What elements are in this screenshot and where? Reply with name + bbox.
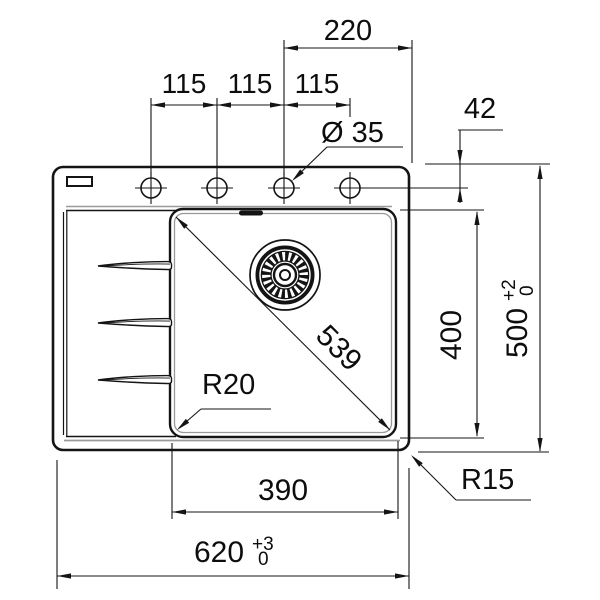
arrowhead xyxy=(398,45,412,51)
arrowhead xyxy=(336,102,350,108)
overflow-slot xyxy=(239,210,263,216)
drainboard-grooves xyxy=(97,260,173,385)
dim-label-500-tol-plus: +2 xyxy=(499,279,520,301)
dim-label-500-group: 500 +2 0 xyxy=(499,279,538,358)
groove-inner-line xyxy=(102,377,171,381)
arrowhead xyxy=(172,509,186,515)
dimension-r20: R20 xyxy=(177,369,271,430)
dim-label-115-2: 115 xyxy=(228,68,273,99)
arrowhead xyxy=(378,418,390,430)
strainer-teeth xyxy=(261,251,309,299)
dimension-r15: R15 xyxy=(411,455,531,501)
arrowhead xyxy=(151,102,165,108)
logo-slot xyxy=(66,176,93,187)
arrowhead xyxy=(270,102,284,108)
dimension-220: 220 xyxy=(284,15,413,163)
dim-label-620: 620 xyxy=(194,536,244,569)
arrowhead xyxy=(395,573,409,579)
dim-label-620-tol-minus: 0 xyxy=(258,549,269,570)
arrowhead xyxy=(384,509,398,515)
dimension-620: 620 +3 0 xyxy=(56,460,410,589)
dim-label-220: 220 xyxy=(324,15,372,47)
arrowhead xyxy=(217,102,231,108)
arrowhead xyxy=(537,438,543,452)
dimension-400: 400 xyxy=(400,209,484,439)
dim-label-42: 42 xyxy=(464,93,496,125)
bowl-inner-shade-outline xyxy=(173,212,393,434)
arrowhead xyxy=(177,418,190,430)
dim-label-r15: R15 xyxy=(461,464,514,496)
groove-inner-line xyxy=(102,320,171,324)
dim-label-115-1: 115 xyxy=(162,68,207,99)
dim-label-r20: R20 xyxy=(202,369,255,401)
arrowhead xyxy=(292,169,304,181)
arrowhead xyxy=(284,45,298,51)
arrowhead xyxy=(457,188,463,202)
dimension-42: 42 xyxy=(334,93,550,203)
strainer-teeth-inner-edge xyxy=(270,260,300,290)
dim-label-400: 400 xyxy=(435,310,468,360)
drainboard-groove xyxy=(97,374,173,385)
arrowhead xyxy=(474,211,480,225)
dimension-line xyxy=(175,216,391,431)
dim-label-620-tol-plus: +3 xyxy=(252,534,274,555)
arrowhead xyxy=(284,102,298,108)
dimension-390: 390 xyxy=(171,441,399,519)
sink-body xyxy=(51,165,411,452)
strainer-center-hole xyxy=(279,269,291,281)
arrowhead xyxy=(57,573,71,579)
dimension-500: 500 +2 0 xyxy=(418,165,549,453)
dim-label-hole-diameter: Ø 35 xyxy=(321,117,384,149)
arrowhead xyxy=(474,423,480,437)
arrowhead xyxy=(411,455,423,467)
arrowhead xyxy=(537,165,543,179)
drain-strainer xyxy=(249,239,321,311)
drainboard-groove xyxy=(97,260,173,271)
arrowhead xyxy=(457,150,463,164)
faucet-hole-2 xyxy=(201,172,233,204)
dim-label-500: 500 xyxy=(501,308,534,358)
dim-label-390: 390 xyxy=(258,474,308,507)
arrowhead xyxy=(176,217,188,229)
faucet-hole-3 xyxy=(268,172,300,204)
groove-inner-line xyxy=(102,263,171,267)
faucet-hole-1 xyxy=(135,172,167,204)
strainer-teeth-outer-edge xyxy=(260,250,310,300)
dimension-hole-spacing: 115 115 115 xyxy=(150,40,351,177)
dim-label-620-group: 620 +3 0 xyxy=(194,534,274,570)
drainboard-groove xyxy=(97,317,173,328)
dim-label-115-3: 115 xyxy=(295,68,340,99)
arrowhead xyxy=(203,102,217,108)
dimension-hole-diameter: Ø 35 xyxy=(292,117,403,181)
dim-label-500-tol-minus: 0 xyxy=(517,285,538,296)
